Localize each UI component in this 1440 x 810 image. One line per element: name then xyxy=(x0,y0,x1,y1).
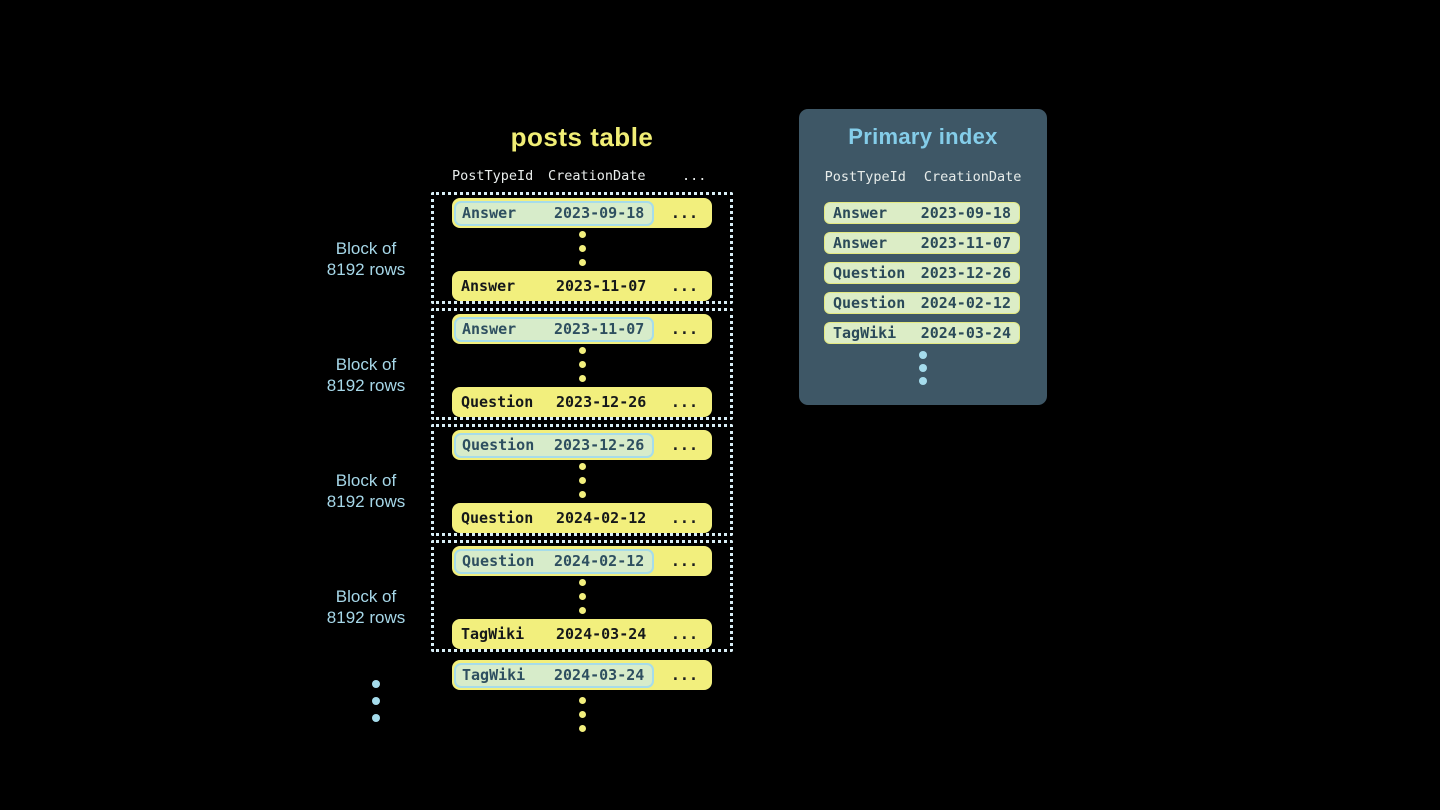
row-ellipsis: ... xyxy=(670,666,698,684)
table-row: Answer 2023-11-07 ... xyxy=(452,314,712,344)
index-entry: Answer 2023-09-18 xyxy=(824,202,1020,224)
posts-table-title: posts table xyxy=(510,122,654,152)
table-row: Answer 2023-11-07 ... xyxy=(452,271,712,301)
table-row-tail: TagWiki 2024-03-24 ... xyxy=(452,660,712,690)
block-label-1: Block of 8192 rows xyxy=(326,239,406,279)
column-header-more: ... xyxy=(682,168,707,184)
row-block-3: Question 2023-12-26 ... Question 2024-02… xyxy=(431,424,733,536)
omitted-rows-dots xyxy=(434,463,730,498)
indexed-row-highlight: Question 2023-12-26 xyxy=(454,432,654,458)
row-ellipsis: ... xyxy=(670,204,698,222)
index-entry: Answer 2023-11-07 xyxy=(824,232,1020,254)
row-block-2: Answer 2023-11-07 ... Question 2023-12-2… xyxy=(431,308,733,420)
row-ellipsis: ... xyxy=(670,436,698,454)
row-ellipsis: ... xyxy=(670,320,698,338)
table-row: TagWiki 2024-03-24 ... xyxy=(452,619,712,649)
index-entry: Question 2024-02-12 xyxy=(824,292,1020,314)
omitted-blocks-dots xyxy=(340,680,412,722)
primary-index-panel: Primary index PostTypeId CreationDate An… xyxy=(799,109,1047,405)
omitted-rows-dots xyxy=(434,347,730,382)
row-ellipsis: ... xyxy=(670,277,698,295)
primary-index-rows: Answer 2023-09-18 Answer 2023-11-07 Ques… xyxy=(824,202,1020,352)
table-row: Question 2023-12-26 ... xyxy=(452,430,712,460)
omitted-rows-dots xyxy=(434,579,730,614)
indexed-row-highlight: TagWiki 2024-03-24 xyxy=(454,662,654,688)
block-label-4: Block of 8192 rows xyxy=(326,587,406,627)
index-column-creationdate: CreationDate xyxy=(923,169,1022,185)
table-row: Question 2024-02-12 ... xyxy=(452,546,712,576)
column-header-creationdate: CreationDate xyxy=(548,168,646,184)
block-label-3: Block of 8192 rows xyxy=(326,471,406,511)
indexed-row-highlight: Answer 2023-11-07 xyxy=(454,316,654,342)
column-header-posttypeid: PostTypeId xyxy=(452,168,534,184)
omitted-index-entries-dots xyxy=(799,351,1047,385)
posts-table-column-headers: PostTypeId CreationDate ... xyxy=(452,166,712,186)
row-block-4: Question 2024-02-12 ... TagWiki 2024-03-… xyxy=(431,540,733,652)
indexed-row-highlight: Question 2024-02-12 xyxy=(454,548,654,574)
index-entry: TagWiki 2024-03-24 xyxy=(824,322,1020,344)
primary-index-title: Primary index xyxy=(848,124,998,149)
table-row: Question 2024-02-12 ... xyxy=(452,503,712,533)
indexed-row-highlight: Answer 2023-09-18 xyxy=(454,200,654,226)
primary-index-column-headers: PostTypeId CreationDate xyxy=(799,169,1047,185)
row-ellipsis: ... xyxy=(670,552,698,570)
omitted-rows-dots xyxy=(434,231,730,266)
row-ellipsis: ... xyxy=(670,625,698,643)
row-ellipsis: ... xyxy=(670,509,698,527)
row-block-1: Answer 2023-09-18 ... Answer 2023-11-07 … xyxy=(431,192,733,304)
block-label-2: Block of 8192 rows xyxy=(326,355,406,395)
row-ellipsis: ... xyxy=(670,393,698,411)
index-column-posttypeid: PostTypeId xyxy=(824,169,906,185)
omitted-rows-dots xyxy=(431,697,733,732)
index-entry: Question 2023-12-26 xyxy=(824,262,1020,284)
table-row: Question 2023-12-26 ... xyxy=(452,387,712,417)
table-row: Answer 2023-09-18 ... xyxy=(452,198,712,228)
